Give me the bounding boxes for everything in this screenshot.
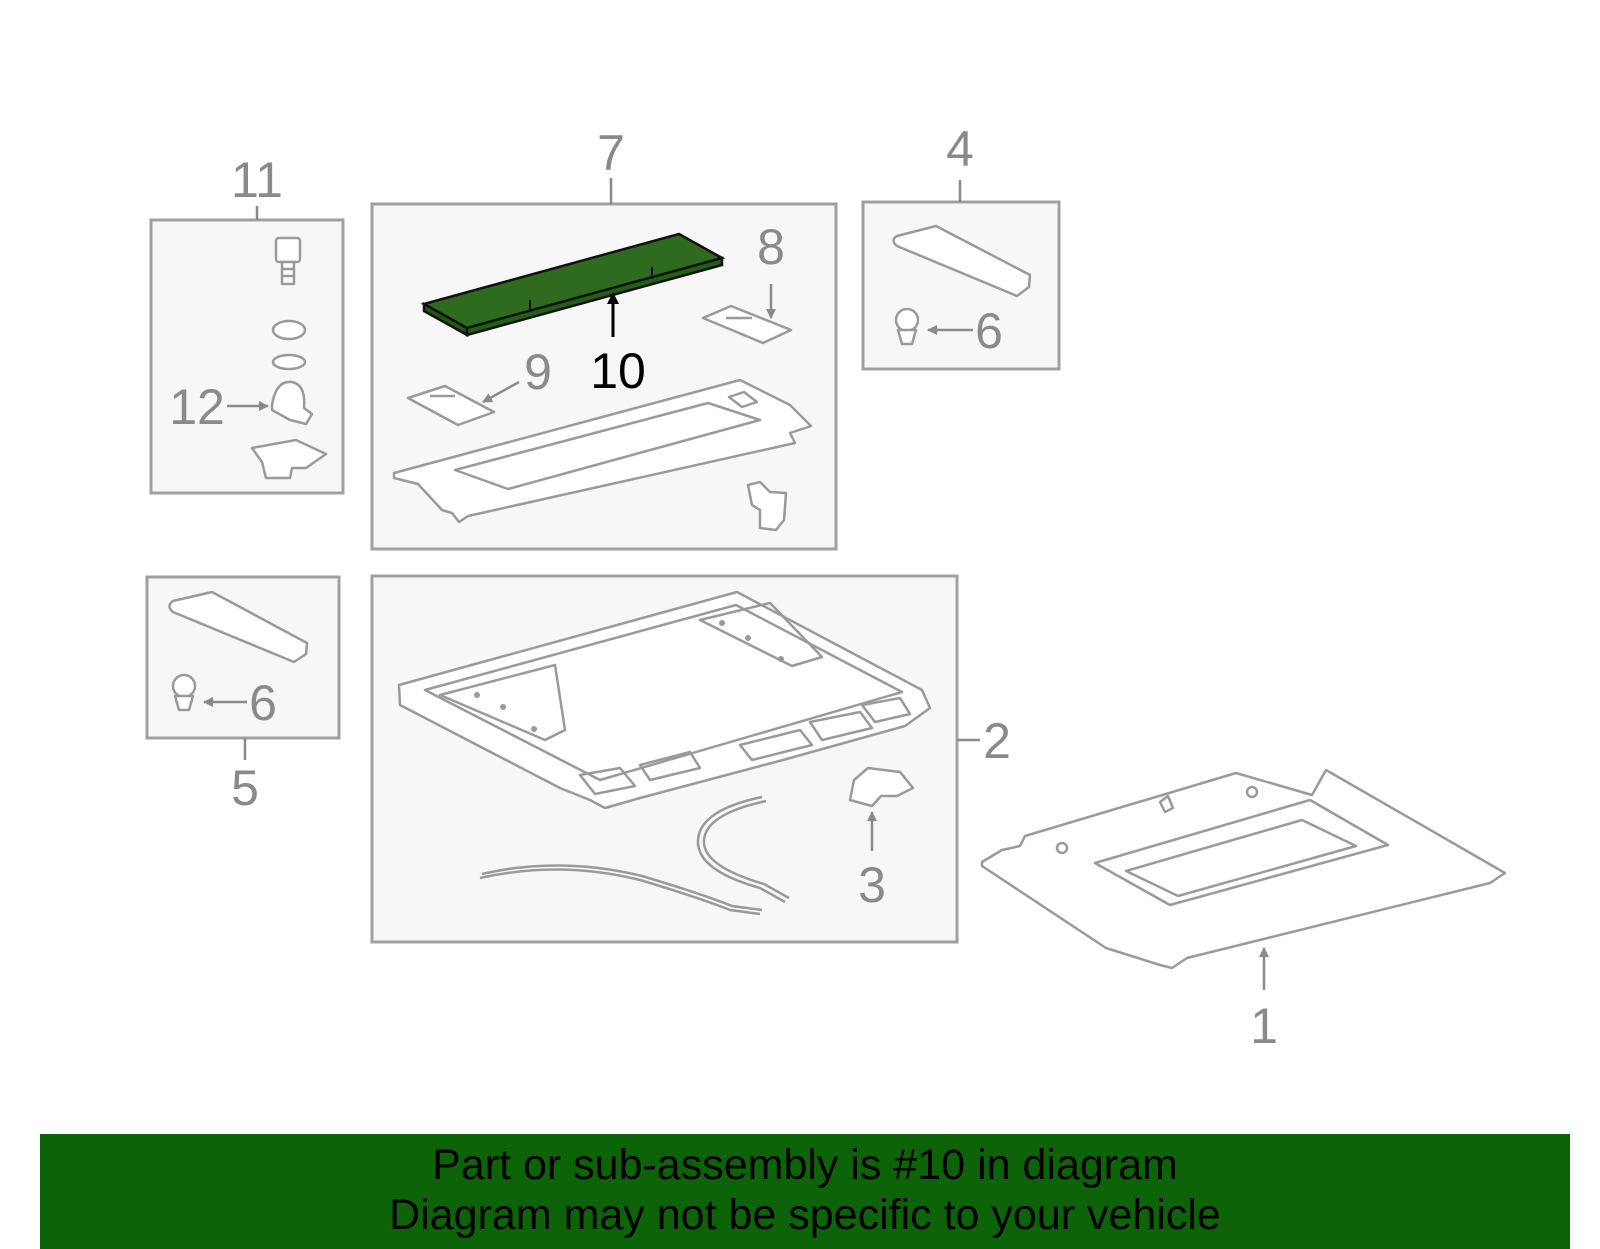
washer-part[interactable] xyxy=(271,319,307,341)
callout-11: 11 xyxy=(231,152,283,208)
callout-10: 10 xyxy=(590,343,646,399)
info-banner: Part or sub-assembly is #10 in diagram D… xyxy=(40,1134,1570,1249)
callout-8: 8 xyxy=(757,219,785,275)
callout-1: 1 xyxy=(1250,998,1278,1054)
clip-part-6[interactable] xyxy=(171,673,197,712)
visor-part-5[interactable] xyxy=(168,590,309,664)
cable-part[interactable] xyxy=(696,795,786,904)
callout-9: 9 xyxy=(524,344,552,400)
housing-part-2[interactable] xyxy=(397,590,932,810)
clip-part-6[interactable] xyxy=(894,307,920,346)
clip-part[interactable] xyxy=(746,480,788,532)
callout-4: 4 xyxy=(946,121,974,177)
bracket-part-3[interactable] xyxy=(848,766,915,808)
group-box-7 xyxy=(370,178,838,551)
bolt-part[interactable] xyxy=(274,236,302,286)
callout-12: 12 xyxy=(169,379,225,435)
cable-part[interactable] xyxy=(479,868,761,916)
highlighted-part-10[interactable] xyxy=(420,232,726,338)
callout-2: 2 xyxy=(983,713,1011,769)
callout-6: 6 xyxy=(249,675,277,731)
visor-part-4[interactable] xyxy=(892,224,1032,298)
group-box-2 xyxy=(370,574,980,944)
callout-6: 6 xyxy=(975,303,1003,359)
callout-3: 3 xyxy=(858,857,886,913)
callout-5: 5 xyxy=(231,760,259,816)
bracket-part-12[interactable] xyxy=(270,380,314,426)
retainer-part[interactable] xyxy=(250,438,328,480)
banner-line-2: Diagram may not be specific to your vehi… xyxy=(389,1191,1221,1239)
skid-plate-part-1[interactable] xyxy=(980,768,1507,970)
pad-part-9[interactable] xyxy=(406,384,496,427)
group-box-11 xyxy=(149,206,345,495)
callout-7: 7 xyxy=(597,125,625,181)
washer-part[interactable] xyxy=(271,353,307,371)
banner-line-1: Part or sub-assembly is #10 in diagram xyxy=(432,1141,1178,1189)
group-box-5 xyxy=(145,575,341,760)
group-box-4 xyxy=(861,180,1061,371)
pad-part-8[interactable] xyxy=(701,304,793,345)
